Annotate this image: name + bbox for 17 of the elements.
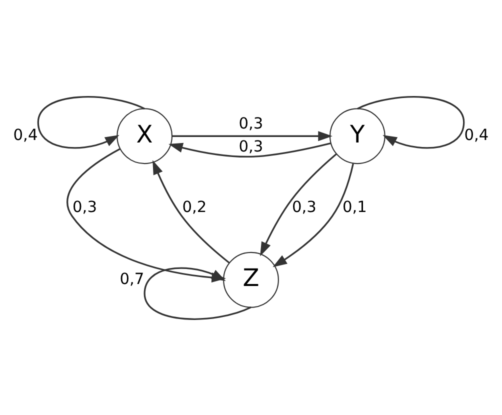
edge-label: 0,3 <box>238 114 264 132</box>
edge-label: 0,4 <box>13 126 38 144</box>
node-circle: X <box>116 108 173 164</box>
edge-label: 0,3 <box>238 137 264 156</box>
arrow <box>152 160 230 263</box>
arrow <box>260 152 337 256</box>
edge-label: 0,2 <box>182 198 207 216</box>
arrow <box>172 130 332 141</box>
edge-label: 0,1 <box>342 198 367 216</box>
edge-label: 0,4 <box>464 126 489 144</box>
arrow <box>272 162 354 267</box>
edge-label: 0,3 <box>72 198 97 216</box>
node-circle: Z <box>223 251 279 308</box>
arrow <box>168 142 331 157</box>
edge-label: 0,3 <box>292 198 316 216</box>
edge-label: 0,7 <box>120 269 144 288</box>
node-circle: Y <box>329 108 386 164</box>
